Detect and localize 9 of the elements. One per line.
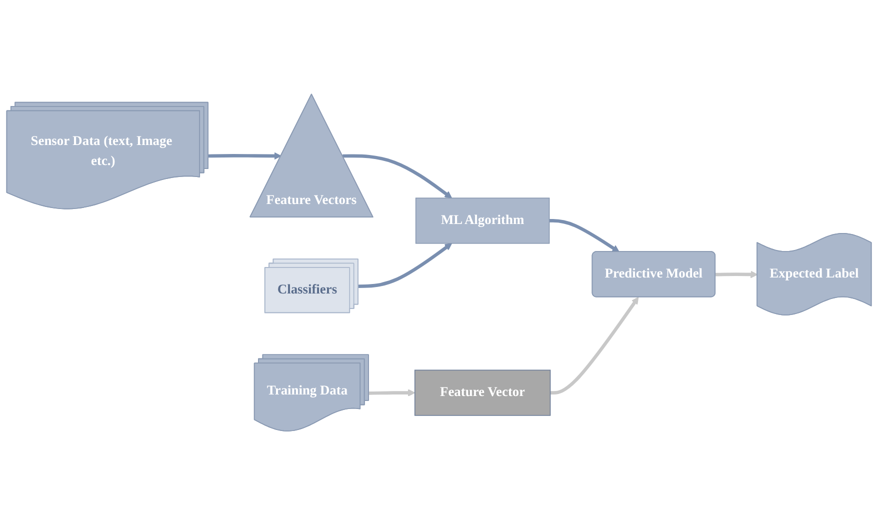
arrow [342,154,452,198]
arrow [358,243,452,288]
arrow [208,152,282,160]
arrow [368,389,416,396]
node-box: Feature Vector [414,370,551,416]
arrow [550,296,639,394]
arrow [716,270,758,278]
arrow [549,219,620,252]
node-box: ML Algorithm [415,198,550,244]
